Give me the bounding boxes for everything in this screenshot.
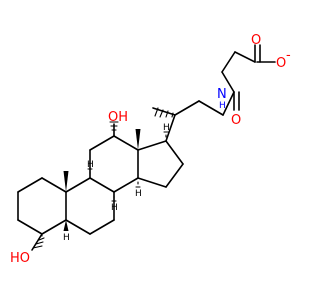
carboxylate — [234, 44, 276, 63]
hydrogen-14-label: H — [135, 189, 142, 199]
hydrogen-amide-label: H — [219, 101, 226, 111]
hydrogen-5-label: H — [63, 233, 70, 243]
hydrogen-8-label: H — [111, 203, 118, 213]
oxygen-carboxyl-top-label: O — [251, 33, 261, 48]
stereo-h-9 — [87, 168, 93, 175]
nitrogen-amide-label: N — [217, 87, 227, 102]
hydrogen-9-label: H — [87, 160, 94, 170]
stereo-h-17 — [163, 131, 169, 138]
stereo-h-5-wedge — [63, 220, 69, 231]
methyl-20-bond — [152, 107, 176, 116]
ring-b — [65, 177, 115, 235]
ring-c — [89, 135, 139, 193]
ring-d — [137, 140, 184, 188]
stereo-h-14 — [135, 181, 141, 188]
charge-minus-label: - — [286, 48, 291, 63]
oh-3-bond — [31, 233, 43, 251]
methyl-13-wedge — [135, 129, 141, 150]
stereo-h-8 — [111, 195, 117, 202]
hydrogen-17-label: H — [163, 123, 170, 133]
methyl-10-wedge — [63, 171, 69, 192]
amide-carbonyl — [233, 91, 240, 111]
oxygen-carboxyl-label: O — [276, 56, 286, 71]
hydroxyl-12-label: OH — [108, 110, 128, 125]
ring-a — [17, 177, 67, 235]
side-chain — [165, 51, 236, 142]
oxygen-amide-label: O — [231, 113, 241, 128]
hydroxyl-3-label: HO — [10, 251, 30, 266]
chemical-structure-diagram: O O - N H O OH HO H H H H H — [10, 33, 291, 266]
